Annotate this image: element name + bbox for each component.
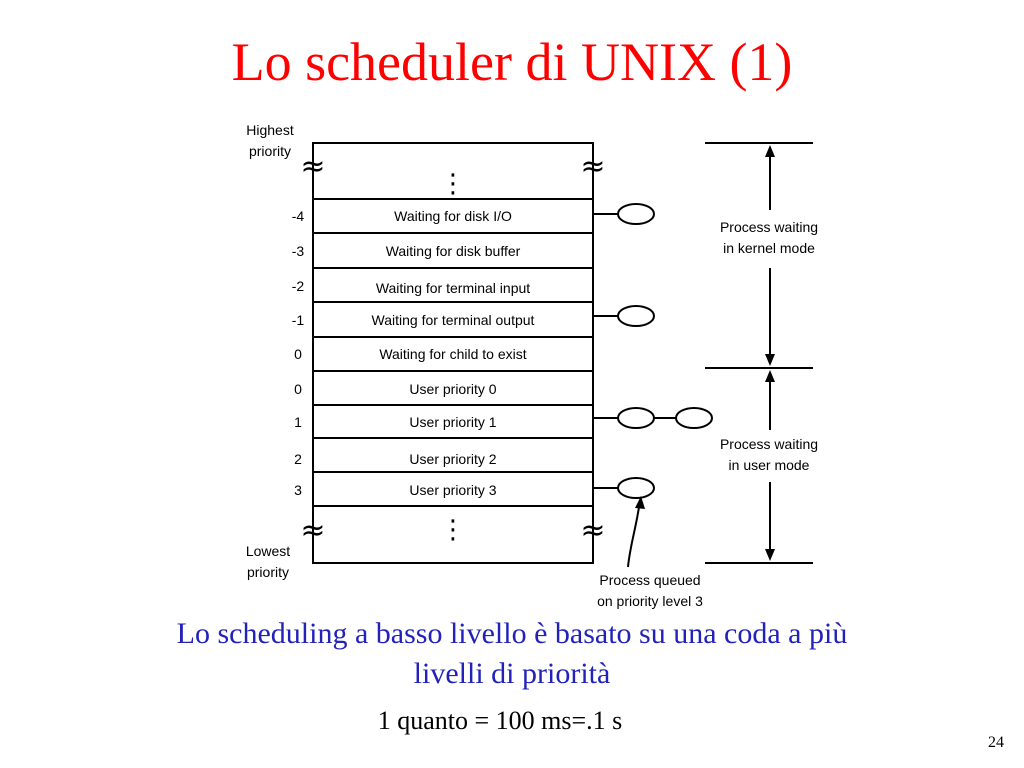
queued-process-node (675, 407, 713, 429)
row-label: User priority 1 (409, 414, 496, 430)
user-mode-label: Process waiting (720, 436, 818, 452)
queued-process-node (617, 203, 655, 225)
row-priority-value: -1 (292, 312, 305, 328)
row-priority-value: -2 (292, 278, 305, 294)
priority-table-frame (312, 142, 594, 564)
row-priority-value: 1 (294, 414, 302, 430)
row-priority-value: 2 (294, 451, 302, 467)
queued-process-node (617, 305, 655, 327)
highest-priority-label: Highest (246, 122, 294, 138)
row-priority-value: 3 (294, 482, 302, 498)
row-label: Waiting for child to exist (379, 346, 526, 362)
row-priority-value: 0 (294, 381, 302, 397)
highest-priority-label: priority (249, 143, 291, 159)
arrowhead-up-icon (765, 370, 775, 382)
ellipsis-top: ⋮ (440, 169, 466, 199)
arrowhead-up-icon (635, 496, 645, 509)
row-label: Waiting for disk buffer (386, 243, 521, 259)
caption-line-1: Lo scheduling a basso livello è basato s… (176, 617, 848, 650)
quantum-note: 1 quanto = 100 ms=.1 s (377, 706, 623, 735)
arrowhead-down-icon (765, 354, 775, 366)
arrowhead-down-icon (765, 549, 775, 561)
row-label: User priority 3 (409, 482, 496, 498)
row-priority-value: 0 (294, 346, 302, 362)
lowest-priority-label: priority (247, 564, 289, 580)
user-mode-label: in user mode (729, 457, 810, 473)
row-label: Waiting for terminal input (376, 280, 530, 296)
break-mark-icon: ≈ (300, 149, 325, 184)
queued-annotation-arrow (627, 499, 641, 568)
ellipsis-bottom: ⋮ (440, 515, 466, 545)
kernel-mode-label: in kernel mode (723, 240, 815, 256)
slide-title: Lo scheduler di UNIX (1) (231, 32, 793, 92)
row-label: Waiting for terminal output (372, 312, 535, 328)
row-priority-value: -3 (292, 243, 305, 259)
row-priority-value: -4 (292, 208, 305, 224)
queued-annotation-label: on priority level 3 (597, 593, 703, 609)
lowest-priority-label: Lowest (246, 543, 290, 559)
arrowhead-up-icon (765, 145, 775, 157)
break-mark-icon: ≈ (580, 513, 605, 548)
queued-process-node (617, 477, 655, 499)
break-mark-icon: ≈ (580, 149, 605, 184)
break-mark-icon: ≈ (300, 513, 325, 548)
row-label: User priority 0 (409, 381, 496, 397)
kernel-mode-label: Process waiting (720, 219, 818, 235)
row-label: User priority 2 (409, 451, 496, 467)
slide-caption: Lo scheduling a basso livello è basato s… (40, 614, 984, 694)
caption-line-2: livelli di priorità (413, 657, 611, 690)
row-label: Waiting for disk I/O (394, 208, 512, 224)
queued-annotation-label: Process queued (599, 572, 700, 588)
queued-process-node (617, 407, 655, 429)
page-number: 24 (988, 734, 1004, 751)
